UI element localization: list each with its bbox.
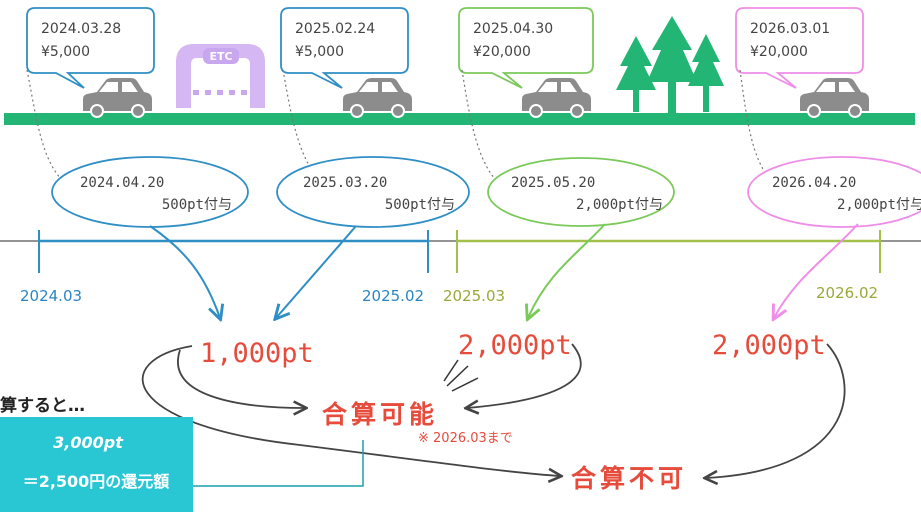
summary-line1: 3,000pt (53, 433, 124, 452)
purchase-date: 2025.02.24 (295, 21, 375, 37)
dotted-link (282, 69, 330, 188)
award-date: 2026.04.20 (772, 175, 856, 191)
award-points: 2,000pt付与 (837, 197, 921, 213)
purchase-date: 2024.03.28 (41, 21, 121, 37)
period2-end-label: 2026.02 (816, 284, 878, 302)
etc-gate-icon: ETC (176, 44, 265, 108)
period2-start-label: 2025.03 (443, 287, 505, 305)
summary-heading: 算すると… (0, 395, 85, 416)
result-ok: 合算可能 (322, 400, 438, 429)
purchase-bubble: 2026.03.01 ¥20,000 (735, 7, 864, 89)
purchase-amount: ¥5,000 (41, 44, 90, 60)
award-ellipses: 2024.04.20500pt付与2025.03.20500pt付与2025.0… (51, 156, 921, 228)
period1-end-label: 2025.02 (362, 287, 424, 305)
award-ellipse: 2026.04.20 2,000pt付与 (747, 156, 921, 228)
purchase-bubbles: 2024.03.28 ¥5,000 2025.02.24 ¥5,000 2025.04.… (26, 7, 864, 89)
tree-icon (616, 16, 724, 113)
award-date: 2025.03.20 (303, 175, 387, 191)
etc-label: ETC (209, 50, 232, 63)
total-1: 1,000pt (200, 338, 314, 369)
award-points: 2,000pt付与 (576, 197, 663, 213)
car-icon (343, 78, 412, 118)
summary-connector (193, 440, 364, 487)
purchase-date: 2025.04.30 (473, 21, 553, 37)
purchase-bubble: 2024.03.28 ¥5,000 (26, 7, 155, 89)
purchase-amount: ¥20,000 (750, 44, 808, 60)
car-icon (83, 78, 152, 118)
award-ellipse: 2025.03.20 500pt付与 (276, 156, 470, 228)
award-ellipse: 2025.05.20 2,000pt付与 (487, 157, 675, 227)
purchase-date: 2026.03.01 (750, 21, 830, 37)
summary-box (0, 417, 193, 512)
purchase-bubble: 2025.02.24 ¥5,000 (280, 7, 409, 89)
purchase-bubble: 2025.04.30 ¥20,000 (458, 7, 594, 89)
purchase-amount: ¥5,000 (295, 44, 344, 60)
total-3: 2,000pt (712, 330, 826, 361)
period1-start-label: 2024.03 (20, 287, 82, 305)
summary-line2: ＝2,500円の還元額 (23, 472, 170, 491)
dotted-link (26, 69, 72, 188)
car-icon (522, 78, 591, 118)
award-points: 500pt付与 (162, 197, 232, 213)
result-note: ※ 2026.03まで (418, 431, 513, 446)
cars (83, 78, 869, 118)
road (4, 113, 915, 125)
timeline-axis: 2024.03 2025.02 2025.03 2026.02 (0, 230, 921, 305)
result-arrows (141, 343, 846, 478)
award-date: 2025.05.20 (511, 175, 595, 191)
award-ellipse: 2024.04.20 500pt付与 (51, 156, 249, 228)
award-arrows (149, 223, 859, 318)
dotted-link (461, 69, 505, 188)
car-icon (800, 78, 869, 118)
total-2: 2,000pt (458, 330, 572, 361)
award-points: 500pt付与 (385, 197, 455, 213)
purchase-amount: ¥20,000 (473, 44, 531, 60)
emphasis-lines (443, 359, 479, 392)
result-ng: 合算不可 (571, 464, 687, 493)
award-date: 2024.04.20 (80, 175, 164, 191)
